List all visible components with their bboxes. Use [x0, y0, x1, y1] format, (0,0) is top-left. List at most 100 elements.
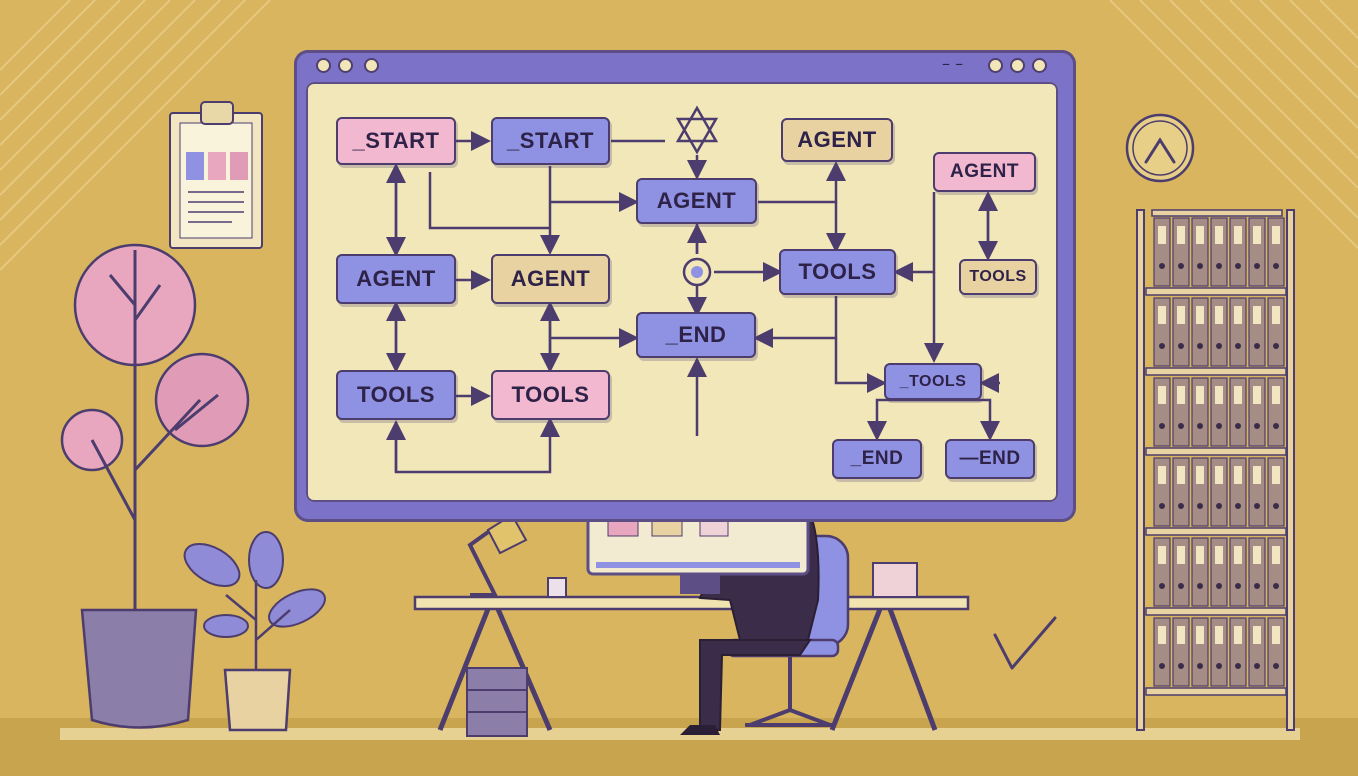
- binder-label: [1177, 546, 1185, 564]
- window-control-3[interactable]: [1032, 58, 1047, 73]
- binder-ring: [1254, 263, 1260, 269]
- binder-label: [1272, 226, 1280, 244]
- binder-label: [1253, 306, 1261, 324]
- wall-hatch-right: [1109, 0, 1358, 249]
- agent-node-top-right[interactable]: AGENT: [781, 118, 893, 162]
- potted-plant: [183, 531, 326, 732]
- binder-label: [1196, 226, 1204, 244]
- binder-ring: [1216, 263, 1222, 269]
- binder-label: [1234, 466, 1242, 484]
- shelf-board: [1145, 447, 1287, 456]
- tools-node-left[interactable]: TOOLS: [336, 370, 456, 420]
- binder-ring: [1235, 503, 1241, 509]
- binder-label: [1196, 626, 1204, 644]
- wall-hatch-left: [0, 0, 271, 271]
- shelf-board: [1145, 287, 1287, 296]
- binder-ring: [1197, 263, 1203, 269]
- binder-ring: [1159, 263, 1165, 269]
- potted-tree: [60, 243, 250, 729]
- binder-ring: [1159, 423, 1165, 429]
- window-control-1[interactable]: [988, 58, 1003, 73]
- binder-ring: [1216, 423, 1222, 429]
- binder-label: [1215, 226, 1223, 244]
- binder-ring: [1197, 663, 1203, 669]
- binder-ring: [1178, 583, 1184, 589]
- binder-label: [1158, 546, 1166, 564]
- start-node-1[interactable]: _START: [336, 117, 456, 165]
- agent-node-far-right[interactable]: AGENT: [933, 152, 1036, 192]
- binder-ring: [1254, 663, 1260, 669]
- binder-label: [1215, 546, 1223, 564]
- binder-ring: [1178, 423, 1184, 429]
- binder-ring: [1235, 263, 1241, 269]
- binder-ring: [1235, 663, 1241, 669]
- binder-ring: [1178, 343, 1184, 349]
- tools-node-right[interactable]: TOOLS: [779, 249, 896, 295]
- binder-label: [1272, 546, 1280, 564]
- end-node-bottom-2[interactable]: —END: [945, 439, 1035, 479]
- binder-label: [1253, 546, 1261, 564]
- binder-label: [1215, 386, 1223, 404]
- binder-label: [1177, 226, 1185, 244]
- binder-label: [1158, 306, 1166, 324]
- binder-label: [1234, 546, 1242, 564]
- binder-ring: [1235, 583, 1241, 589]
- binder-ring: [1273, 583, 1279, 589]
- checkmark-icon: [993, 616, 1057, 670]
- agent-node-center[interactable]: AGENT: [636, 178, 757, 224]
- binder-ring: [1254, 583, 1260, 589]
- binder-label: [1253, 226, 1261, 244]
- binder-ring: [1273, 663, 1279, 669]
- clipboard-icon: [169, 101, 263, 249]
- start-node-2[interactable]: _START: [491, 117, 610, 165]
- binder-ring: [1235, 343, 1241, 349]
- binder-label: [1196, 386, 1204, 404]
- binder-ring: [1159, 663, 1165, 669]
- binder-label: [1234, 306, 1242, 324]
- binder-ring: [1254, 343, 1260, 349]
- binder-label: [1158, 626, 1166, 644]
- binder-label: [1215, 626, 1223, 644]
- binder-label: [1158, 466, 1166, 484]
- binder-label: [1272, 626, 1280, 644]
- binder-ring: [1178, 263, 1184, 269]
- window-title-bar: – –: [294, 50, 1076, 80]
- binder-ring: [1254, 503, 1260, 509]
- binder-label: [1253, 626, 1261, 644]
- binder-label: [1177, 626, 1185, 644]
- binder-label: [1272, 306, 1280, 324]
- window-dot-1[interactable]: [316, 58, 331, 73]
- window-minimize-icon[interactable]: – –: [942, 54, 964, 73]
- binder-ring: [1273, 423, 1279, 429]
- binder-label: [1158, 226, 1166, 244]
- tools-node-far-right[interactable]: TOOLS: [959, 259, 1037, 295]
- binder-label: [1196, 466, 1204, 484]
- binder-ring: [1235, 423, 1241, 429]
- shelf-board: [1145, 607, 1287, 616]
- binder-ring: [1159, 503, 1165, 509]
- end-node-bottom-1[interactable]: _END: [832, 439, 922, 479]
- agent-node-left[interactable]: AGENT: [336, 254, 456, 304]
- shelf-board: [1145, 367, 1287, 376]
- agent-node-mid-left[interactable]: AGENT: [491, 254, 610, 304]
- binder-label: [1215, 466, 1223, 484]
- binder-ring: [1216, 583, 1222, 589]
- binder-ring: [1159, 583, 1165, 589]
- binder-label: [1177, 306, 1185, 324]
- binder-label: [1234, 626, 1242, 644]
- tools-node-bottom-right[interactable]: _TOOLS: [884, 363, 982, 400]
- bookshelf: [1136, 209, 1295, 731]
- window-dot-2[interactable]: [338, 58, 353, 73]
- binder-label: [1253, 386, 1261, 404]
- binder-label: [1215, 306, 1223, 324]
- window-dot-3[interactable]: [364, 58, 379, 73]
- window-control-2[interactable]: [1010, 58, 1025, 73]
- end-node-center[interactable]: _END: [636, 312, 756, 358]
- binder-ring: [1178, 503, 1184, 509]
- binder-ring: [1197, 423, 1203, 429]
- desk-lamp: [467, 513, 567, 598]
- binder-ring: [1254, 423, 1260, 429]
- tools-node-mid-left[interactable]: TOOLS: [491, 370, 610, 420]
- binder-label: [1177, 386, 1185, 404]
- binder-ring: [1273, 503, 1279, 509]
